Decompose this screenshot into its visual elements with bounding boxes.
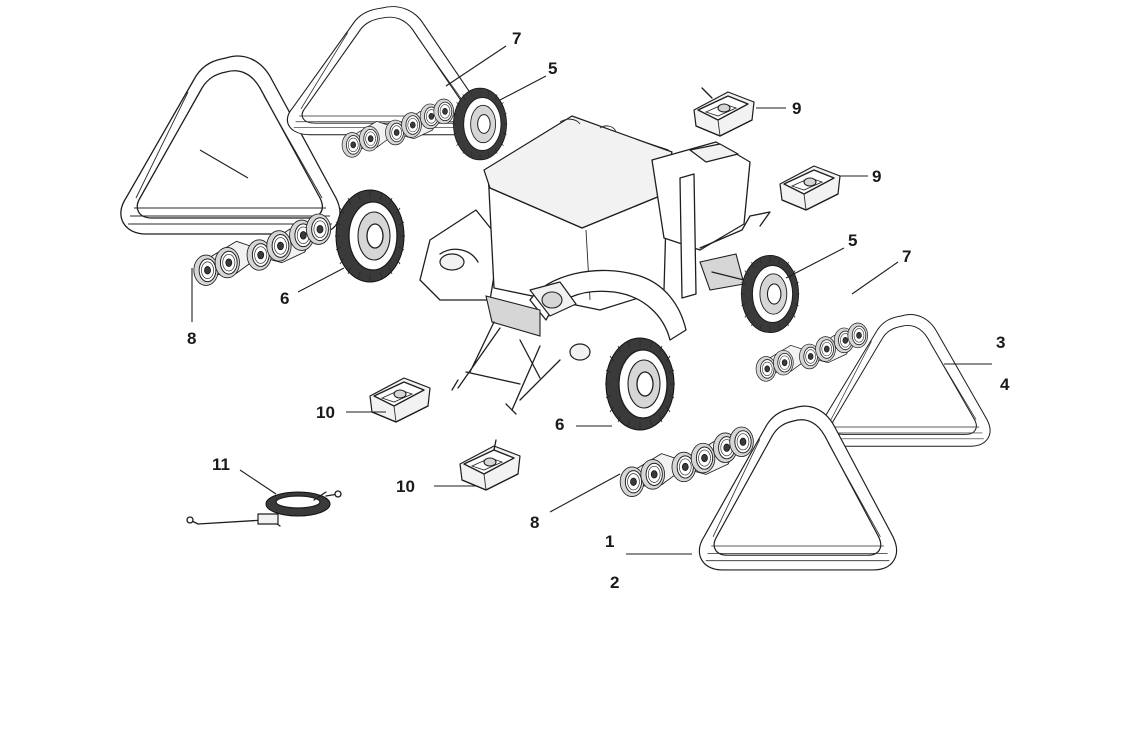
tractor-body <box>419 115 771 415</box>
cable-harness <box>186 490 342 527</box>
callout-9-upper: 9 <box>792 99 801 118</box>
callout-11: 11 <box>212 455 230 474</box>
callout-3: 3 <box>996 333 1005 352</box>
callout-labels: 7 5 9 9 5 7 3 4 6 8 10 6 11 10 8 1 2 <box>187 29 1010 592</box>
sprocket-upper <box>452 87 508 161</box>
callout-8-left: 8 <box>187 329 196 348</box>
callout-5-upper: 5 <box>548 59 557 78</box>
sprocket-lower <box>604 337 676 431</box>
callout-7-lower: 7 <box>902 247 911 266</box>
callout-10-upper: 10 <box>316 403 335 422</box>
hub-unit-10-lower <box>459 439 521 491</box>
track-belt-rear-left-outer <box>120 55 341 235</box>
callout-5-lower: 5 <box>848 231 857 250</box>
sprocket-right-front <box>740 254 800 334</box>
callout-4: 4 <box>1000 375 1010 394</box>
callout-8-lower: 8 <box>530 513 539 532</box>
callout-7-upper: 7 <box>512 29 521 48</box>
callout-2: 2 <box>610 573 619 592</box>
leader-lines <box>191 45 992 555</box>
hub-unit-9-upper <box>693 87 755 137</box>
hub-unit-10-upper <box>369 377 431 423</box>
hub-unit-9-lower <box>779 165 841 211</box>
callout-6-lower: 6 <box>555 415 564 434</box>
callout-10-lower: 10 <box>396 477 415 496</box>
sprocket-left <box>334 189 406 283</box>
callout-6-upper: 6 <box>280 289 289 308</box>
callout-1: 1 <box>605 532 614 551</box>
callout-9-lower: 9 <box>872 167 881 186</box>
